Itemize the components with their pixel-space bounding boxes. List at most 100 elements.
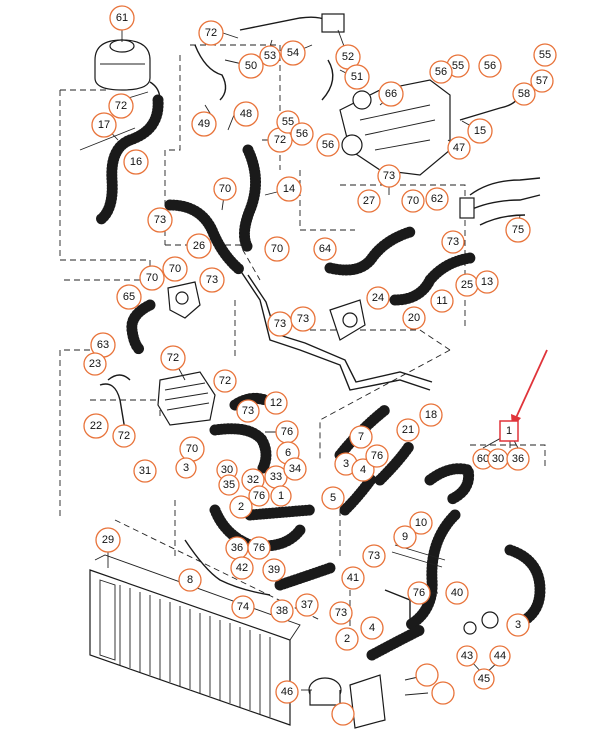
svg-text:36: 36 xyxy=(231,542,243,554)
svg-text:29: 29 xyxy=(102,534,114,546)
callout-43: 46 xyxy=(275,680,299,704)
hose-22-path xyxy=(209,423,272,476)
svg-text:62: 62 xyxy=(431,193,443,205)
callout-76: 2 xyxy=(229,495,253,519)
svg-text:42: 42 xyxy=(236,562,248,574)
hose-73-lower-path xyxy=(366,624,426,661)
svg-text:72: 72 xyxy=(219,375,231,387)
callout-54: 54 xyxy=(280,40,306,66)
callout-15: 70 xyxy=(213,177,237,201)
svg-text:12: 12 xyxy=(270,397,282,409)
svg-text:66: 66 xyxy=(385,88,397,100)
hose-11-path xyxy=(126,299,156,356)
svg-text:72: 72 xyxy=(115,100,127,112)
svg-text:14: 14 xyxy=(283,183,295,195)
expansion-tank xyxy=(94,39,161,101)
callout-29: 42 xyxy=(230,556,254,580)
callout-70: 73 xyxy=(441,230,465,254)
callout-10: 8 xyxy=(178,568,202,592)
callout-57: 15 xyxy=(467,118,493,144)
callout-74: 41 xyxy=(341,566,365,590)
callout-8: 37 xyxy=(295,593,319,617)
svg-text:30: 30 xyxy=(492,453,504,465)
callout-3: 35 xyxy=(218,474,240,496)
clamp-2-shape xyxy=(463,611,499,635)
svg-text:58: 58 xyxy=(518,88,530,100)
callout-32: 34 xyxy=(283,457,307,481)
svg-text:65: 65 xyxy=(123,291,135,303)
svg-text:24: 24 xyxy=(372,292,384,304)
svg-text:56: 56 xyxy=(322,139,334,151)
svg-text:1: 1 xyxy=(278,490,284,502)
tube-51-shape xyxy=(321,59,334,101)
callout-76: 76 xyxy=(365,444,389,468)
callout-25: 13 xyxy=(475,270,499,294)
svg-text:3: 3 xyxy=(515,619,521,631)
callout-37: 40 xyxy=(445,581,469,605)
callout-53: 53 xyxy=(259,45,281,67)
callout-20: 23 xyxy=(83,352,107,376)
callout-24: 11 xyxy=(430,289,454,313)
svg-text:48: 48 xyxy=(240,108,252,120)
svg-text:8: 8 xyxy=(187,574,193,586)
callout-70: 24 xyxy=(366,286,390,310)
callout-6: 4 xyxy=(351,458,375,482)
hose-right-path xyxy=(504,544,546,626)
callout-76: 3 xyxy=(506,613,530,637)
svg-text:34: 34 xyxy=(289,463,301,475)
hose-upper-right-path xyxy=(424,463,475,506)
callout-70: 73 xyxy=(147,207,173,233)
highlight-arrow xyxy=(511,349,548,428)
svg-text:60: 60 xyxy=(477,453,489,465)
callout-56: 58 xyxy=(512,82,536,106)
svg-text:53: 53 xyxy=(264,50,276,62)
svg-text:54: 54 xyxy=(287,47,299,59)
callout-73: 38 xyxy=(270,599,294,623)
bracket-52-shape xyxy=(321,13,345,33)
callout-5: 30 xyxy=(487,448,509,470)
svg-text:73: 73 xyxy=(335,607,347,619)
svg-text:75: 75 xyxy=(512,224,524,236)
svg-text:27: 27 xyxy=(363,195,375,207)
svg-text:72: 72 xyxy=(274,134,286,146)
svg-text:55: 55 xyxy=(452,60,464,72)
callout-50: 50 xyxy=(238,53,264,79)
svg-text:23: 23 xyxy=(89,358,101,370)
callout-61: 61 xyxy=(109,5,135,31)
hose-33-path xyxy=(244,504,316,521)
callout-30: 36 xyxy=(225,536,249,560)
callout-66: 66 xyxy=(378,81,404,107)
pipe-38-shape xyxy=(384,589,411,625)
svg-text:49: 49 xyxy=(198,118,210,130)
callout-12: 7 xyxy=(349,425,373,449)
svg-text:35: 35 xyxy=(223,479,235,491)
svg-text:70: 70 xyxy=(146,272,158,284)
svg-text:10: 10 xyxy=(415,517,427,529)
svg-text:39: 39 xyxy=(268,564,280,576)
callout-13: 73 xyxy=(267,311,293,337)
svg-text:3: 3 xyxy=(183,462,189,474)
svg-text:52: 52 xyxy=(342,51,354,63)
svg-text:57: 57 xyxy=(536,75,548,87)
svg-text:76: 76 xyxy=(253,490,265,502)
hose-8-path xyxy=(274,562,336,591)
callout-56: 56 xyxy=(290,122,314,146)
callout-47: 14 xyxy=(276,176,302,202)
pipe-18-shape xyxy=(99,383,126,431)
svg-text:6: 6 xyxy=(285,447,291,459)
svg-text:47: 47 xyxy=(453,142,465,154)
callout-36: 76 xyxy=(247,536,271,560)
callout-14: 26 xyxy=(186,233,212,259)
callout-72: 72 xyxy=(198,20,224,46)
svg-text:74: 74 xyxy=(237,601,249,613)
svg-text:51: 51 xyxy=(351,71,363,83)
svg-text:73: 73 xyxy=(274,318,286,330)
callout-56: 56 xyxy=(316,133,340,157)
svg-text:70: 70 xyxy=(169,263,181,275)
svg-text:73: 73 xyxy=(206,274,218,286)
svg-text:50: 50 xyxy=(245,60,257,72)
callout-45 xyxy=(415,663,439,687)
callout-76: 36 xyxy=(506,447,530,471)
svg-text:32: 32 xyxy=(247,474,259,486)
